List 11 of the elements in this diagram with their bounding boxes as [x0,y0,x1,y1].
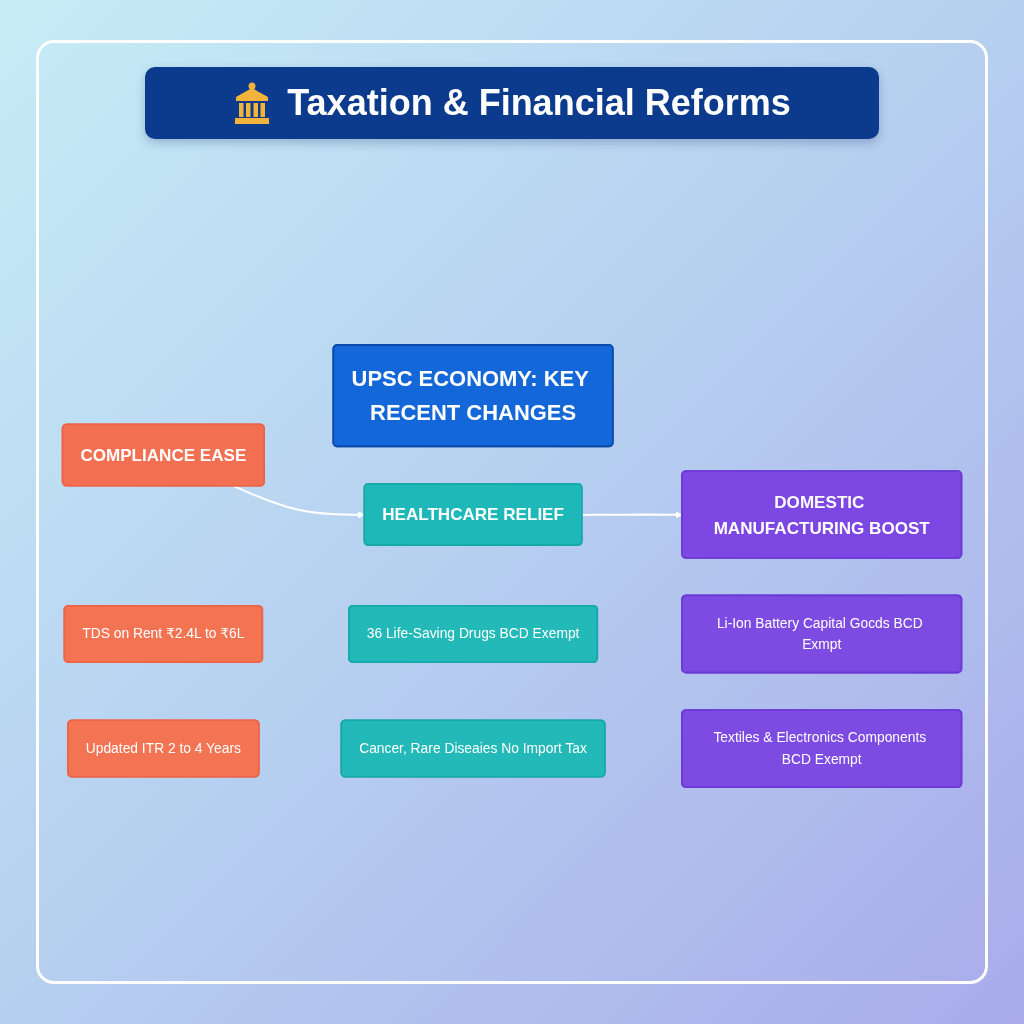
category-box: COMPLIANCE EASE [61,423,265,487]
category-box: HEALTHCARE RELIEF [363,483,583,546]
category-box: DOMESTIC MANUFACTURING BOOST [681,470,963,559]
item-box: Cancer, Rare Diseaies No Import Tax [340,719,606,778]
topic-box: UPSC ECONOMY: KEY RECENT CHANGES [332,344,614,448]
item-box: 36 Life-Saving Drugs BCD Exempt [348,604,599,663]
item-box: TDS on Rent ₹2.4L to ₹6L [63,604,264,663]
item-box: Li-Ion Battery Capital Gocds BCD Exmpt [681,594,963,674]
item-box: Textiles & Electronics Components BCD Exempt [681,709,963,788]
title: Taxation & Financial Reforms [287,82,791,124]
item-box: Updated ITR 2 to 4 Years [67,719,260,778]
